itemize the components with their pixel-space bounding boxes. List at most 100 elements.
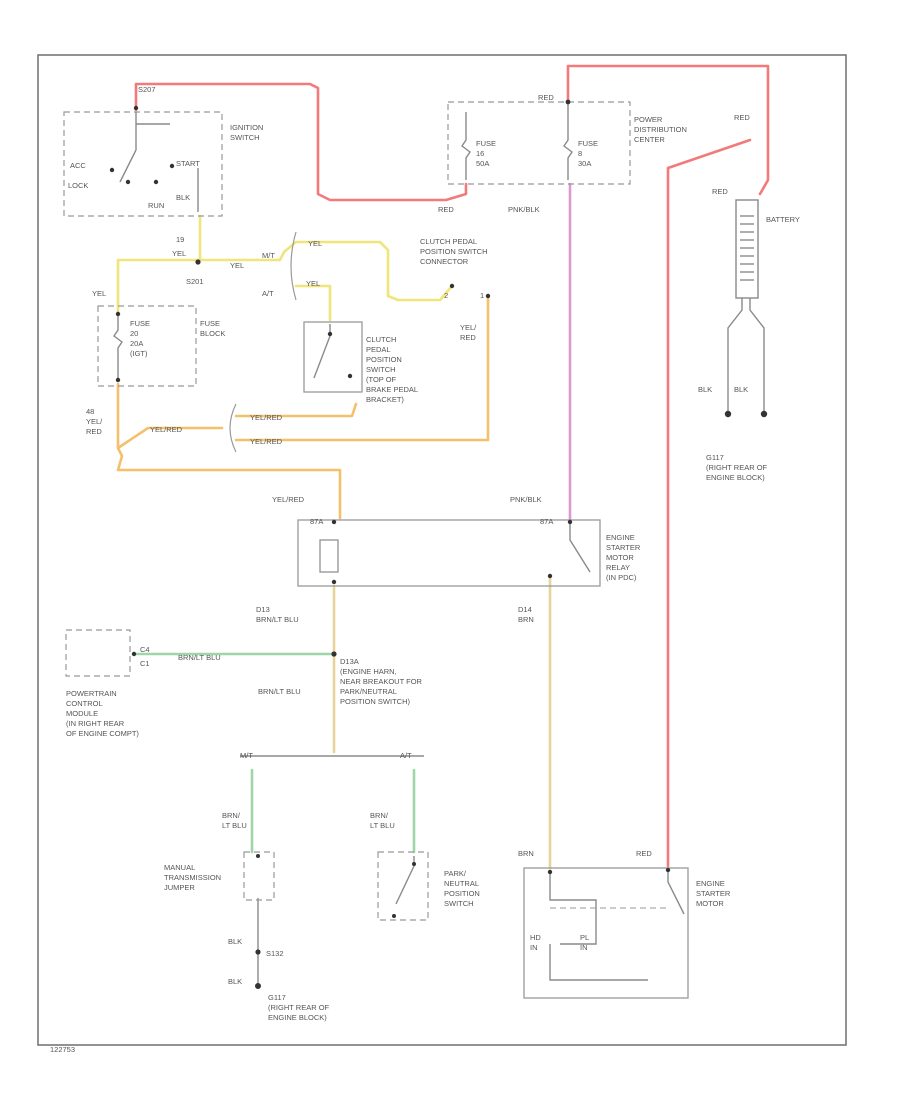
fuse-block-out [115, 377, 121, 383]
starter-motor-path [549, 944, 648, 981]
relay-term-b [567, 519, 573, 525]
battery-cells [740, 215, 754, 281]
label-pnk-blk-relay: PNK/BLK [510, 495, 542, 504]
label-s207: S207 [138, 85, 156, 94]
pn-term-a [412, 862, 416, 866]
label-red-pdc: RED [538, 93, 554, 102]
label-red-starter: RED [636, 849, 652, 858]
battery-symbol [735, 199, 759, 299]
label-c19: 19 [176, 235, 184, 244]
starter-term-b [665, 867, 671, 873]
starter-solenoid [549, 870, 597, 945]
relay-term-d [547, 573, 553, 579]
clutch-conn-pin2 [449, 283, 455, 289]
relay-box [297, 519, 601, 587]
ground-g117-right [760, 410, 768, 418]
label-blk-bot1: BLK [228, 937, 242, 946]
clutch-switch-term-b [347, 373, 353, 379]
fuse-block-in [115, 311, 121, 317]
label-brn-starter: BRN [518, 849, 534, 858]
label-blk-sw: BLK [176, 193, 190, 202]
wire-orange-split [116, 426, 224, 450]
clutch-conn-pin1 [485, 293, 491, 299]
clutch-switch-term-a [327, 331, 333, 337]
ign-term-acc [109, 167, 115, 173]
label-yel-red-r: YEL/RED [460, 323, 477, 342]
wire-gray-battery-gnd2 [749, 298, 765, 412]
relay-coil [319, 539, 339, 573]
label-yel-c1: YEL [308, 239, 322, 248]
pdc-box [447, 101, 631, 185]
label-yel-c2: YEL [306, 279, 320, 288]
label-red-bat1: RED [734, 113, 750, 122]
label-pin2: 2 [444, 291, 448, 300]
label-acc: ACC [70, 161, 86, 170]
starter-term-a [547, 869, 553, 875]
label-blk-b1: BLK [698, 385, 712, 394]
starter-contact [667, 872, 685, 915]
park-neutral-switch-box [377, 851, 429, 921]
fuse-20-element [113, 316, 123, 380]
yelred-bracket [229, 403, 237, 453]
label-mt-bot: M/T [240, 751, 253, 760]
wire-orange-fuse-out [116, 382, 342, 520]
label-pin1: 1 [480, 291, 484, 300]
wire-yellow-at [294, 284, 332, 322]
wire-orange-clutch [234, 402, 358, 418]
relay-term-c [331, 579, 337, 585]
wire-gray-battery-gnd [727, 298, 743, 412]
relay-term-a [331, 519, 337, 525]
s132-splice [255, 949, 261, 955]
label-yel-fuse: YEL [92, 289, 106, 298]
label-yelred-1: YEL/RED [150, 425, 183, 434]
label-battery: BATTERY [766, 215, 800, 224]
relay-contact [569, 524, 591, 573]
label-blk-b2: BLK [734, 385, 748, 394]
label-yelred-relay: YEL/RED [272, 495, 305, 504]
label-at: A/T [262, 289, 274, 298]
label-relay-pin2: 87A [540, 517, 553, 526]
label-s201: S201 [186, 277, 204, 286]
wire-red-ignition-feed [134, 82, 468, 202]
pcm-pin [131, 651, 137, 657]
wire-orange-conn [234, 294, 490, 442]
clutch-switch-box [303, 321, 363, 393]
clutch-switch-blade [313, 324, 331, 379]
label-s132: S132 [266, 949, 284, 958]
label-start: START [176, 159, 200, 168]
label-brn-lt-blu-mid: BRN/LT BLU [258, 687, 301, 696]
ground-g117-bot [255, 983, 261, 989]
label-blk-bot2: BLK [228, 977, 242, 986]
label-at-bot: A/T [400, 751, 412, 760]
ground-g117-left [724, 410, 732, 418]
fuse-16-element [461, 112, 471, 180]
jumper-top [256, 854, 260, 858]
ignition-switch-box [63, 111, 223, 217]
label-relay-pin1: 87A [310, 517, 323, 526]
label-red-bat2: RED [712, 187, 728, 196]
pdc-in [565, 99, 571, 105]
mt-at-bracket [290, 231, 297, 301]
pcm-box [65, 629, 131, 677]
label-yel-s201: YEL [230, 261, 244, 270]
wire-red-pdc-battery [566, 64, 770, 196]
fuse-block-box [97, 305, 197, 387]
label-pnk-blk: PNK/BLK [508, 205, 540, 214]
pn-term-b [392, 914, 396, 918]
label-run: RUN [148, 201, 164, 210]
